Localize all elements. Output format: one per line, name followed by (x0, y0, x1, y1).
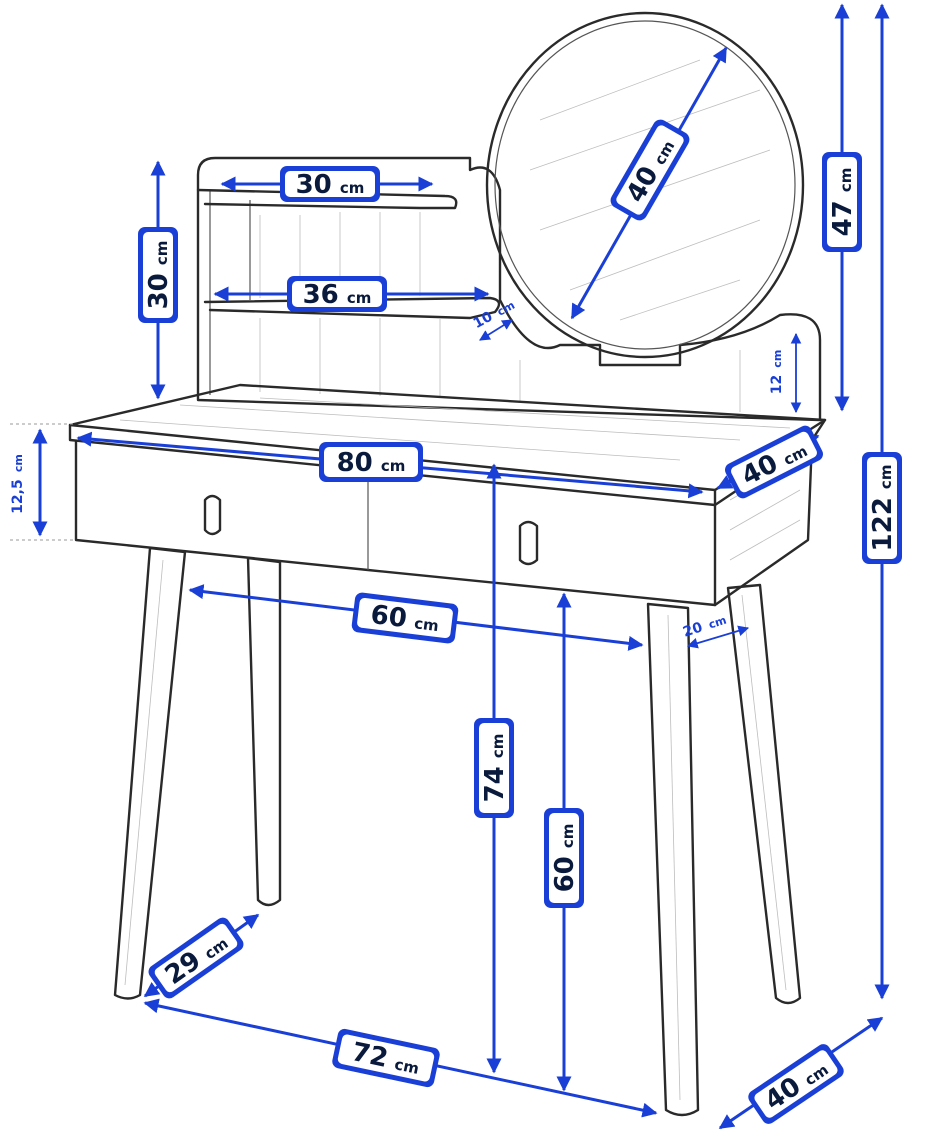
svg-text:12,5 cm: 12,5 cm (7, 454, 26, 514)
svg-text:20 cm: 20 cm (680, 609, 728, 641)
table-top (68, 383, 827, 507)
dim-unit: cm (489, 734, 507, 759)
dim-value: 80 (337, 448, 373, 478)
label-table-height: 74 cm (474, 718, 514, 818)
svg-text:47 cm: 47 cm (828, 168, 858, 237)
svg-text:30 cm: 30 cm (144, 241, 174, 310)
dim-value: 74 (480, 766, 510, 802)
svg-text:122 cm: 122 cm (868, 465, 898, 552)
svg-text:80 cm: 80 cm (337, 448, 406, 478)
right-drawer-pull (518, 520, 539, 566)
dim-value: 60 (369, 600, 409, 634)
label-floor-depth-left: 29 cm (148, 917, 244, 999)
dim-value: 60 (550, 856, 580, 892)
front-right-leg (646, 602, 700, 1117)
label-shelf-top-width: 30 cm (280, 166, 380, 202)
dim-unit: cm (153, 241, 171, 266)
dim-value: 12,5 (10, 479, 26, 514)
svg-text:36 cm: 36 cm (303, 280, 372, 310)
label-top-width: 80 cm (319, 442, 423, 482)
dim-value: 12 (769, 375, 785, 394)
svg-text:60 cm: 60 cm (369, 600, 441, 638)
dim-value: 122 (868, 497, 898, 551)
dim-value: 20 (681, 619, 705, 640)
dim-unit: cm (347, 289, 372, 307)
dim-value: 47 (828, 200, 858, 236)
label-shelf-height: 30 cm (138, 227, 178, 323)
svg-text:12 cm: 12 cm (766, 350, 785, 395)
label-shelf-lower-width: 36 cm (287, 276, 387, 312)
label-total-height: 122 cm (862, 452, 902, 564)
dim-unit: cm (340, 179, 365, 197)
dim-unit: cm (877, 465, 895, 490)
dim-unit: cm (837, 168, 855, 193)
svg-text:30 cm: 30 cm (296, 170, 365, 200)
left-drawer-pull (203, 494, 222, 536)
dim-value: 10 (471, 309, 496, 332)
dim-unit: cm (381, 457, 406, 475)
svg-text:74 cm: 74 cm (480, 734, 510, 803)
label-floor-width: 72 cm (332, 1028, 440, 1088)
dim-unit: cm (707, 614, 728, 632)
dim-value: 30 (296, 170, 332, 200)
back-panel (196, 156, 822, 422)
label-mirror-diameter: 40 cm (610, 119, 690, 221)
dim-unit: cm (771, 350, 784, 368)
dim-value: 36 (303, 280, 339, 310)
back-left-leg (246, 556, 282, 907)
dim-value: 30 (144, 273, 174, 309)
front-left-leg (113, 546, 187, 1000)
label-mirror-height: 47 cm (822, 152, 862, 252)
label-leg-inner-width: 60 cm (351, 592, 459, 644)
dim-unit: cm (559, 824, 577, 849)
drawer-body (74, 438, 814, 607)
dim-unit: cm (12, 454, 25, 472)
label-floor-depth-right: 40 cm (748, 1044, 844, 1124)
back-right-leg (726, 583, 802, 1005)
label-back-panel-height: 12 cm (766, 350, 785, 395)
svg-text:10 cm: 10 cm (469, 294, 517, 332)
label-drawer-height: 12,5 cm (7, 454, 26, 514)
svg-text:72 cm: 72 cm (349, 1037, 423, 1081)
dim-unit: cm (413, 614, 440, 635)
label-shelf-depth: 10 cm (469, 294, 517, 332)
dim-unit: cm (393, 1055, 421, 1078)
legs (113, 546, 802, 1117)
label-leg-side-gap: 20 cm (680, 609, 728, 641)
svg-text:60 cm: 60 cm (550, 824, 580, 893)
dim-value: 72 (349, 1037, 391, 1074)
label-underside-height: 60 cm (544, 808, 584, 908)
